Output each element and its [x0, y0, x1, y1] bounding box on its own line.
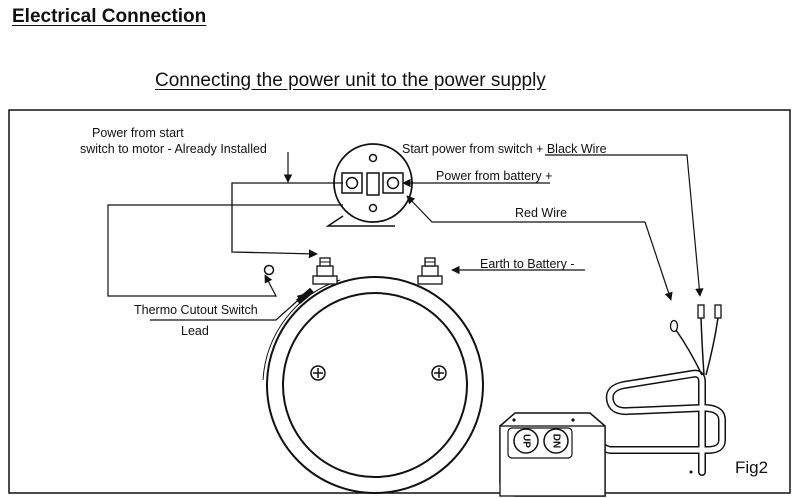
thermo-cutout-terminal — [263, 264, 275, 276]
label-lead: Lead — [181, 324, 209, 338]
lead-leader — [150, 293, 306, 321]
thermo-switch-leader — [107, 204, 343, 297]
figure-label: Fig2 — [735, 458, 768, 477]
diagram-frame — [8, 109, 791, 494]
label-power-from-start-1: Power from start — [92, 126, 184, 140]
down-button: DN — [543, 428, 569, 454]
down-button-label: DN — [550, 434, 561, 448]
red-wire-to-pendant-leader — [644, 221, 673, 301]
label-power-from-start-2: switch to motor - Already Installed — [80, 142, 267, 156]
pendant-cable — [593, 369, 726, 476]
label-start-power-switch: Start power from switch + Black Wire — [402, 142, 607, 156]
start-power-leader — [545, 154, 704, 297]
pendant-control — [499, 412, 606, 497]
start-solenoid — [325, 143, 413, 227]
label-red-wire: Red Wire — [515, 206, 567, 220]
up-button: UP — [513, 428, 539, 454]
diagram-subtitle: Connecting the power unit to the power s… — [155, 70, 546, 91]
motor-screw-right — [431, 365, 447, 381]
motor-feed-wire — [231, 182, 343, 259]
page-title: Electrical Connection — [12, 6, 207, 27]
label-power-from-battery: Power from battery + — [436, 169, 552, 183]
motor-earth-terminal — [417, 257, 443, 285]
motor-housing — [262, 276, 484, 494]
stray-dot — [689, 470, 693, 474]
motor-power-terminal — [312, 257, 338, 285]
up-button-label: UP — [520, 434, 531, 448]
label-thermo-cutout-switch: Thermo Cutout Switch — [134, 303, 258, 317]
label-earth-to-battery: Earth to Battery - — [480, 257, 574, 271]
motor-screw-left — [310, 365, 326, 381]
red-wire-leader — [406, 195, 645, 223]
pendant-wire-ends — [669, 304, 722, 376]
